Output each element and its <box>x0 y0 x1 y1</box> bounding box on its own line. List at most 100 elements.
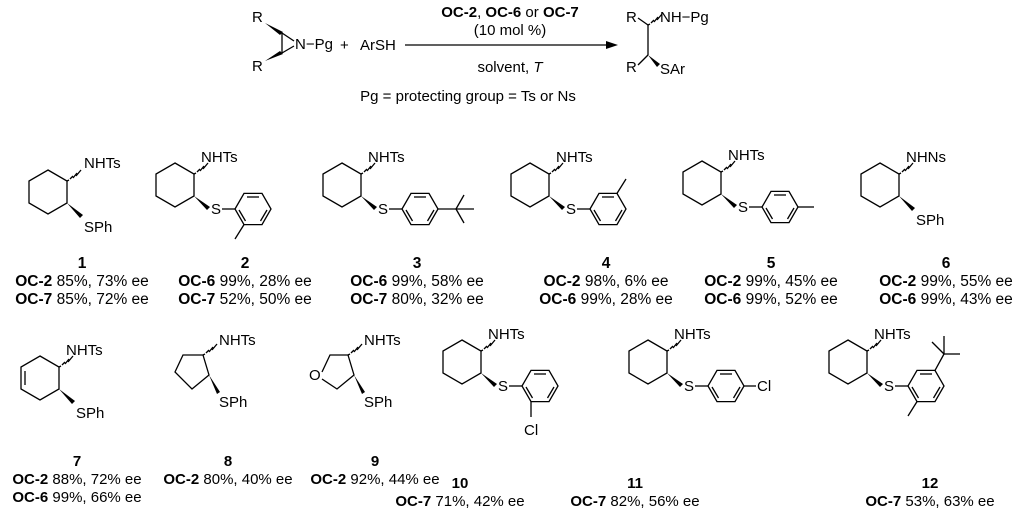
result-line: OC-7 82%, 56% ee <box>570 493 699 510</box>
s-label: S <box>738 199 748 216</box>
catalyst-loading: (10 mol %) <box>474 22 547 39</box>
result-line: OC-6 99%, 52% ee <box>704 291 838 308</box>
compound-number: 6 <box>942 255 951 272</box>
result-line: OC-7 52%, 50% ee <box>178 291 312 308</box>
product-nh-pg: NH−Pg <box>660 9 709 26</box>
yield-ee: 80%, 40% ee <box>199 471 292 488</box>
compound-10-structure: NHTs S Cl <box>442 326 559 439</box>
s-label: SPh <box>219 394 247 411</box>
compound-9-structure: O NHTs SPh <box>309 332 401 411</box>
result-line: OC-6 99%, 43% ee <box>879 291 1013 308</box>
yield-ee: 88%, 72% ee <box>48 471 141 488</box>
result-line: OC-7 53%, 63% ee <box>865 493 994 510</box>
n-label: NHNs <box>906 149 946 166</box>
catalyst-label: OC-2 <box>704 273 741 290</box>
compound-number: 8 <box>224 453 232 470</box>
catalyst-label: OC-6 <box>12 489 48 506</box>
result-line: OC-2 88%, 72% ee <box>12 471 141 488</box>
compound-3-structure: NHTs S <box>322 149 474 226</box>
product-sar: SAr <box>660 61 685 78</box>
result-line: OC-2 98%, 6% ee <box>544 273 669 290</box>
n-label: NHTs <box>364 332 401 349</box>
result-line: OC-2 99%, 55% ee <box>879 273 1013 290</box>
result-line: OC-7 71%, 42% ee <box>395 493 524 510</box>
compound-6-structure: NHNs SPh <box>860 149 946 229</box>
cl-label: Cl <box>757 378 771 395</box>
s-label: S <box>378 201 388 218</box>
compound-number: 7 <box>73 453 81 470</box>
n-label: NHTs <box>674 326 711 343</box>
result-line: OC-6 99%, 58% ee <box>350 273 484 290</box>
catalyst-label: OC-7 <box>395 493 431 510</box>
protecting-group-note: Pg = protecting group = Ts or Ns <box>360 88 576 105</box>
yield-ee: 99%, 28% ee <box>576 291 673 308</box>
yield-ee: 99%, 52% ee <box>741 291 838 308</box>
compound-12-structure: NHTs S <box>828 326 960 417</box>
catalyst-label: OC-6 <box>350 273 387 290</box>
yield-ee: 99%, 45% ee <box>741 273 838 290</box>
s-label: SPh <box>916 212 944 229</box>
r-substituent-bottom: R <box>252 58 263 75</box>
r-substituent-top: R <box>252 9 263 26</box>
yield-ee: 85%, 73% ee <box>52 273 149 290</box>
catalyst-label: OC-2 <box>879 273 916 290</box>
catalyst-label: OC-7 <box>350 291 387 308</box>
thiol-reagent: ArSH <box>360 37 396 54</box>
yield-ee: 52%, 50% ee <box>215 291 312 308</box>
catalyst-label: OC-7 <box>865 493 901 510</box>
result-line: OC-6 99%, 66% ee <box>12 489 141 506</box>
yield-ee: 85%, 72% ee <box>52 291 149 308</box>
compound-7-structure: NHTs SPh <box>20 342 104 422</box>
catalyst-label: OC-6 <box>178 273 215 290</box>
compound-11-structure: NHTs S Cl <box>628 326 771 403</box>
plus-sign: + <box>340 37 349 54</box>
catalyst-label: OC-2 <box>310 471 346 488</box>
compound-number: 5 <box>767 255 776 272</box>
result-line: OC-7 85%, 72% ee <box>15 291 149 308</box>
n-label: NHTs <box>201 149 238 166</box>
n-label: NHTs <box>66 342 103 359</box>
yield-ee: 99%, 58% ee <box>387 273 484 290</box>
n-pg-label: N−Pg <box>295 36 333 53</box>
yield-ee: 71%, 42% ee <box>431 493 524 510</box>
result-line: OC-2 80%, 40% ee <box>163 471 292 488</box>
result-line: OC-2 92%, 44% ee <box>310 471 439 488</box>
yield-ee: 53%, 63% ee <box>901 493 994 510</box>
compound-number: 4 <box>602 255 611 272</box>
catalyst-label: OC-2 <box>12 471 48 488</box>
result-line: OC-2 99%, 45% ee <box>704 273 838 290</box>
aziridine-reactant: R R N−Pg <box>252 9 333 75</box>
compound-number: 10 <box>452 475 469 492</box>
n-label: NHTs <box>219 332 256 349</box>
s-label: SPh <box>364 394 392 411</box>
s-label: S <box>498 378 508 395</box>
catalyst-label: OC-7 <box>570 493 606 510</box>
catalyst-label: OC-7 <box>15 291 52 308</box>
yield-ee: 99%, 55% ee <box>916 273 1013 290</box>
yield-ee: 99%, 66% ee <box>48 489 141 506</box>
compound-number: 9 <box>371 453 379 470</box>
catalyst-label: OC-2 <box>163 471 199 488</box>
compound-number: 3 <box>413 255 422 272</box>
product-r-top: R <box>626 9 637 26</box>
yield-ee: 92%, 44% ee <box>346 471 439 488</box>
reaction-arrow <box>405 41 618 49</box>
s-label: S <box>211 201 221 218</box>
compound-number: 1 <box>78 255 87 272</box>
compound-number: 11 <box>627 475 643 492</box>
n-label: NHTs <box>84 155 121 172</box>
result-line: OC-7 80%, 32% ee <box>350 291 484 308</box>
catalyst-label: OC-2 <box>544 273 581 290</box>
catalyst-label: OC-7 <box>178 291 215 308</box>
result-line: OC-2 85%, 73% ee <box>15 273 149 290</box>
yield-ee: 98%, 6% ee <box>581 273 669 290</box>
product-r-bottom: R <box>626 59 637 76</box>
compound-2-structure: NHTs S <box>155 149 272 240</box>
catalyst-label: OC-6 <box>704 291 741 308</box>
o-label: O <box>309 367 321 384</box>
n-label: NHTs <box>556 149 593 166</box>
yield-ee: 80%, 32% ee <box>387 291 484 308</box>
compound-1-structure: NHTs SPh <box>28 155 121 236</box>
compound-number: 2 <box>241 255 250 272</box>
